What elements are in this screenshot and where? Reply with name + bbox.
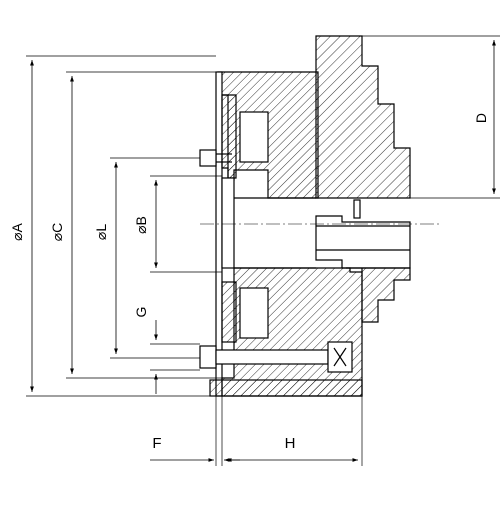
label-F: F [152,435,161,452]
label-dia-C: ⌀C [49,223,65,242]
lower-flange [221,281,237,343]
front-face-plate [215,71,223,397]
central-bore-ring [221,177,235,269]
lower-bolt-shank [215,349,329,365]
label-dia-A: ⌀A [9,222,25,240]
lower-jaw [346,267,411,323]
lower-pocket [239,287,269,339]
upper-bolt-head [199,149,217,167]
front-flange-top [221,94,237,179]
label-dia-B: ⌀B [133,216,149,234]
label-G: G [133,307,149,318]
label-dia-L: ⌀L [93,224,109,240]
jaw-pin [353,199,361,219]
upper-pocket [239,111,269,163]
upper-jaw [315,35,411,199]
label-H: H [285,435,296,452]
lower-bolt-head [199,345,217,369]
bottom-rim [209,379,363,397]
label-D: D [473,113,489,123]
